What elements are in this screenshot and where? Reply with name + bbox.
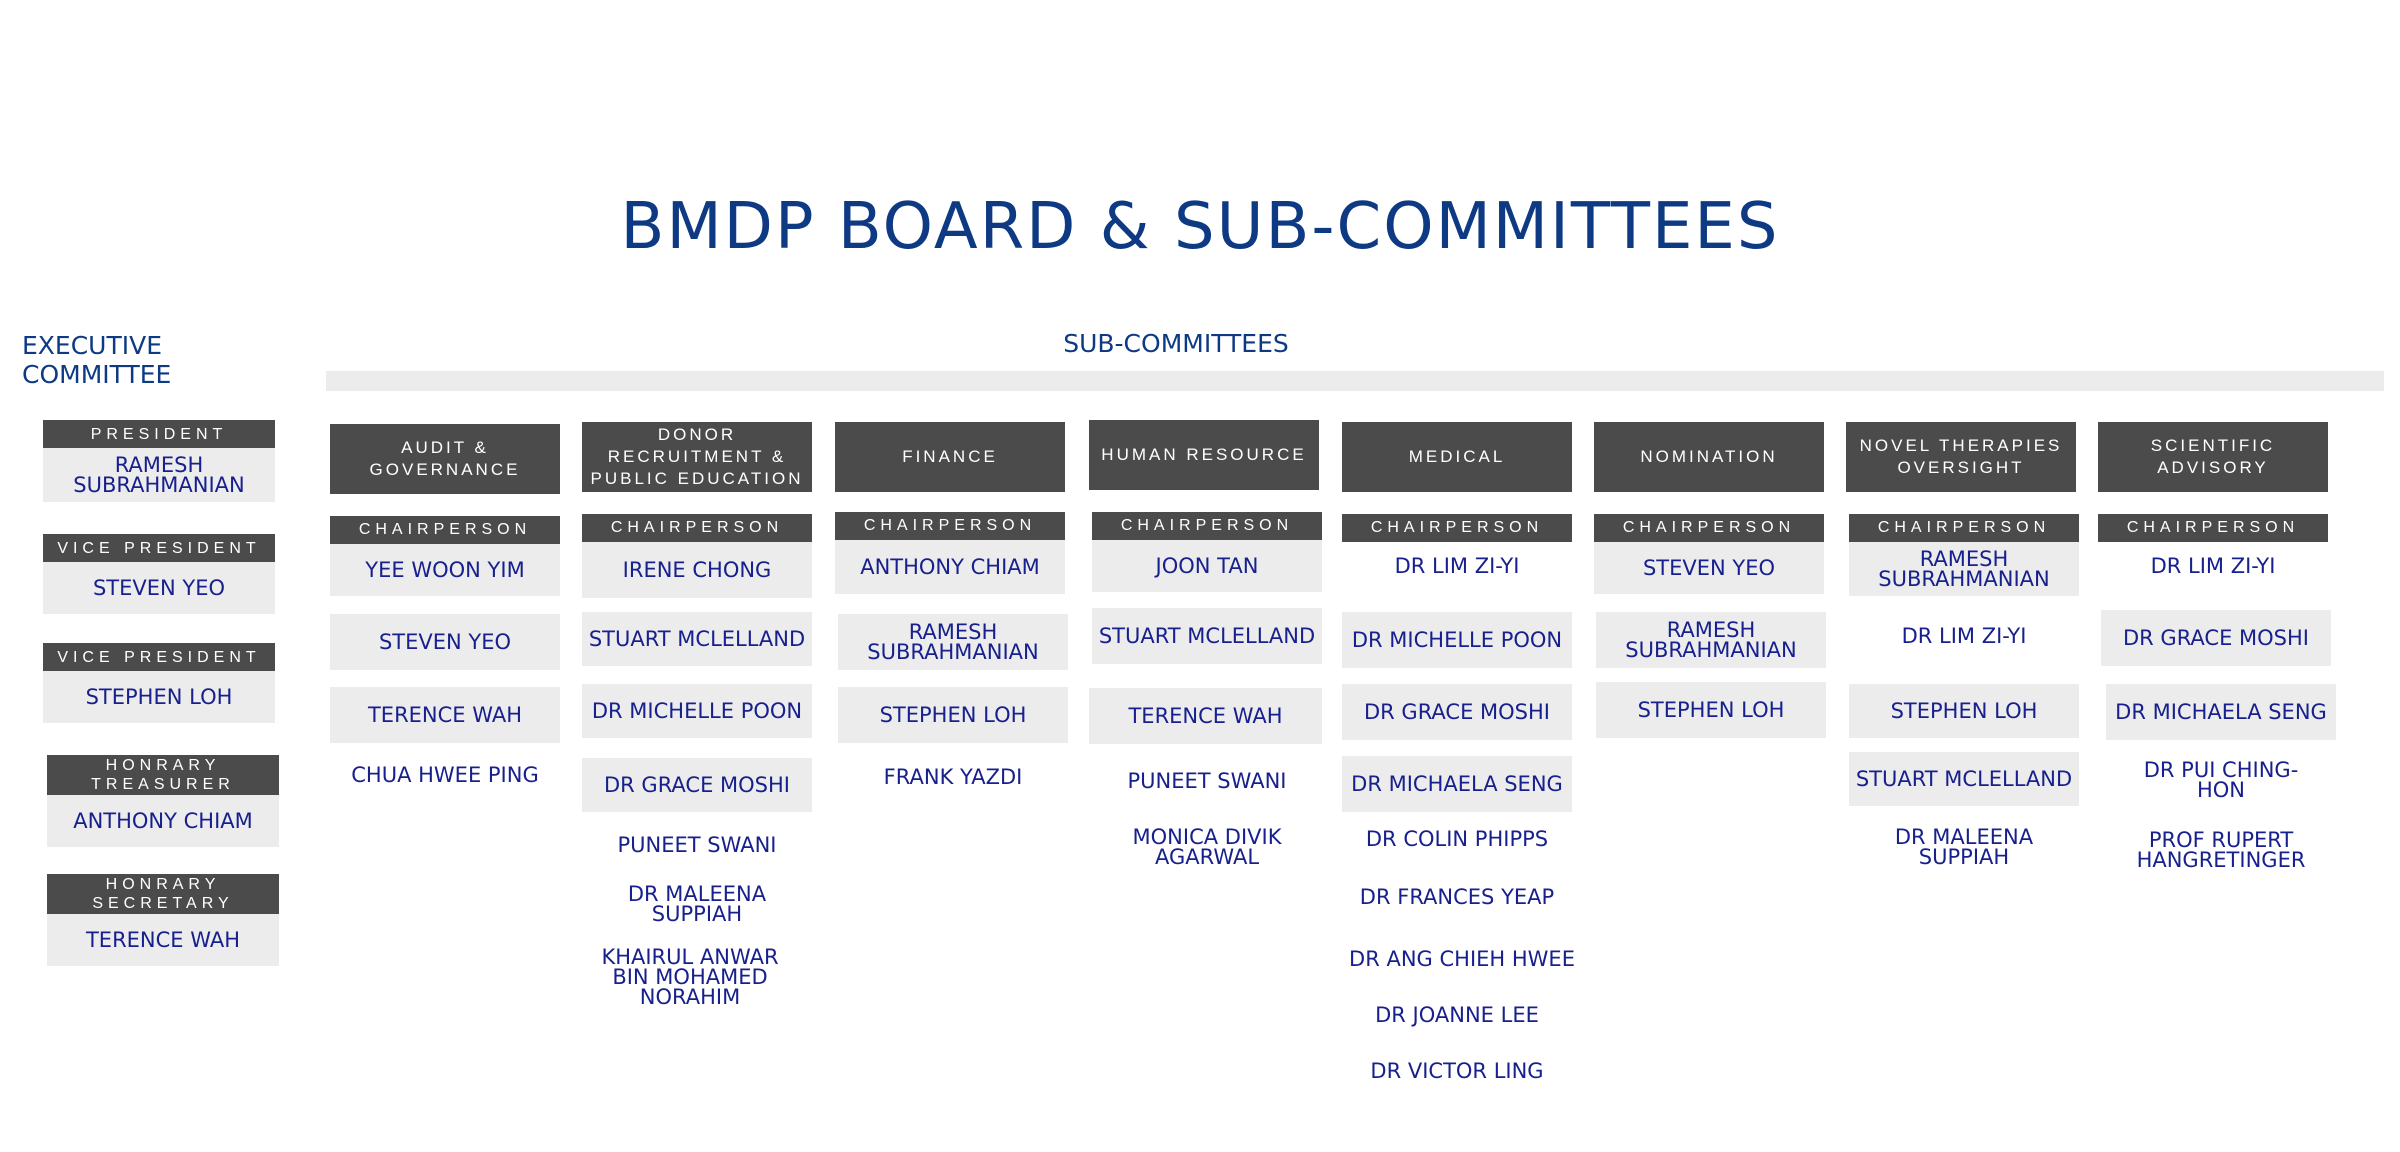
- member-name: KHAIRUL ANWAR BIN MOHAMED NORAHIM: [601, 945, 779, 1009]
- member-name: DR COLIN PHIPPS: [1365, 827, 1549, 851]
- member-name: DR GRACE MOSHI: [2101, 610, 2331, 666]
- sub-committees-divider: [326, 371, 2384, 391]
- committee-header: FINANCE: [835, 422, 1065, 492]
- chairperson-name: IRENE CHONG: [582, 542, 812, 598]
- committee-header: NOVEL THERAPIES OVERSIGHT: [1846, 422, 2076, 492]
- member-name: DR MICHAELA SENG: [2106, 684, 2336, 740]
- chairperson-label: CHAIRPERSON: [1594, 514, 1824, 542]
- role-vice-president: VICE PRESIDENT: [43, 534, 275, 562]
- member-name: TERENCE WAH: [330, 687, 560, 743]
- role-president: PRESIDENT: [43, 420, 275, 448]
- member-name: DR GRACE MOSHI: [1342, 684, 1572, 740]
- chairperson-name: RAMESH SUBRAHMANIAN: [1849, 542, 2079, 596]
- member-name: PUNEET SWANI: [617, 833, 777, 857]
- chairperson-name: ANTHONY CHIAM: [835, 540, 1065, 594]
- member-name: DR VICTOR LING: [1370, 1059, 1544, 1083]
- page-title: BMDP BOARD & SUB-COMMITTEES: [620, 190, 1780, 264]
- member-name: DR ANG CHIEH HWEE: [1349, 947, 1575, 971]
- member-name: DR PUI CHING-HON: [2143, 758, 2299, 802]
- chairperson-label: CHAIRPERSON: [1849, 514, 2079, 542]
- member-name: RAMESH SUBRAHMANIAN: [838, 614, 1068, 670]
- committee-header: MEDICAL: [1342, 422, 1572, 492]
- vice-president-name: STEPHEN LOH: [43, 671, 275, 723]
- member-name: DR MICHELLE POON: [1342, 612, 1572, 668]
- chairperson-label: CHAIRPERSON: [835, 512, 1065, 540]
- member-name: PROF RUPERT HANGRETINGER: [2136, 828, 2306, 872]
- member-name: STEVEN YEO: [330, 614, 560, 670]
- president-name: RAMESH SUBRAHMANIAN: [43, 448, 275, 502]
- role-secretary: HONRARY SECRETARY: [47, 874, 279, 914]
- chairperson-name: JOON TAN: [1092, 540, 1322, 592]
- committee-header: DONOR RECRUITMENT & PUBLIC EDUCATION: [582, 422, 812, 492]
- secretary-name: TERENCE WAH: [47, 914, 279, 966]
- chairperson-name: DR LIM ZI-YI: [1394, 554, 1520, 578]
- vice-president-name: STEVEN YEO: [43, 562, 275, 614]
- member-name: DR MICHAELA SENG: [1342, 756, 1572, 812]
- member-name: STUART MCLELLAND: [1092, 608, 1322, 664]
- chairperson-name: YEE WOON YIM: [330, 544, 560, 596]
- member-name: FRANK YAZDI: [883, 765, 1023, 789]
- executive-committee-label: EXECUTIVE COMMITTEE: [22, 331, 172, 389]
- committee-header: AUDIT & GOVERNANCE: [330, 424, 560, 494]
- chairperson-label: CHAIRPERSON: [1342, 514, 1572, 542]
- role-vice-president: VICE PRESIDENT: [43, 643, 275, 671]
- member-name: DR MALEENA SUPPIAH: [627, 882, 767, 926]
- member-name: PUNEET SWANI: [1127, 769, 1287, 793]
- member-name: DR MALEENA SUPPIAH: [1894, 825, 2034, 869]
- committee-header: NOMINATION: [1594, 422, 1824, 492]
- role-treasurer: HONRARY TREASURER: [47, 755, 279, 795]
- chairperson-label: CHAIRPERSON: [2098, 514, 2328, 542]
- chairperson-label: CHAIRPERSON: [582, 514, 812, 542]
- member-name: DR FRANCES YEAP: [1359, 885, 1555, 909]
- treasurer-name: ANTHONY CHIAM: [47, 795, 279, 847]
- member-name: STEPHEN LOH: [1849, 684, 2079, 738]
- committee-header: SCIENTIFIC ADVISORY: [2098, 422, 2328, 492]
- member-name: DR GRACE MOSHI: [582, 758, 812, 812]
- member-name: MONICA DIVIK AGARWAL: [1132, 825, 1282, 869]
- member-name: STUART MCLELLAND: [1849, 752, 2079, 806]
- member-name: STEPHEN LOH: [838, 687, 1068, 743]
- member-name: RAMESH SUBRAHMANIAN: [1596, 612, 1826, 668]
- member-name: STUART MCLELLAND: [582, 612, 812, 666]
- member-name: STEPHEN LOH: [1596, 682, 1826, 738]
- chairperson-label: CHAIRPERSON: [330, 516, 560, 544]
- committee-header: HUMAN RESOURCE: [1089, 420, 1319, 490]
- member-name: DR MICHELLE POON: [582, 684, 812, 738]
- member-name: DR JOANNE LEE: [1375, 1003, 1539, 1027]
- chairperson-name: DR LIM ZI-YI: [2150, 554, 2276, 578]
- chairperson-label: CHAIRPERSON: [1092, 512, 1322, 540]
- sub-committees-label: SUB-COMMITTEES: [1063, 329, 1289, 358]
- chairperson-name: STEVEN YEO: [1594, 542, 1824, 594]
- member-name: CHUA HWEE PING: [351, 763, 539, 787]
- member-name: DR LIM ZI-YI: [1901, 624, 2027, 648]
- member-name: TERENCE WAH: [1089, 688, 1322, 744]
